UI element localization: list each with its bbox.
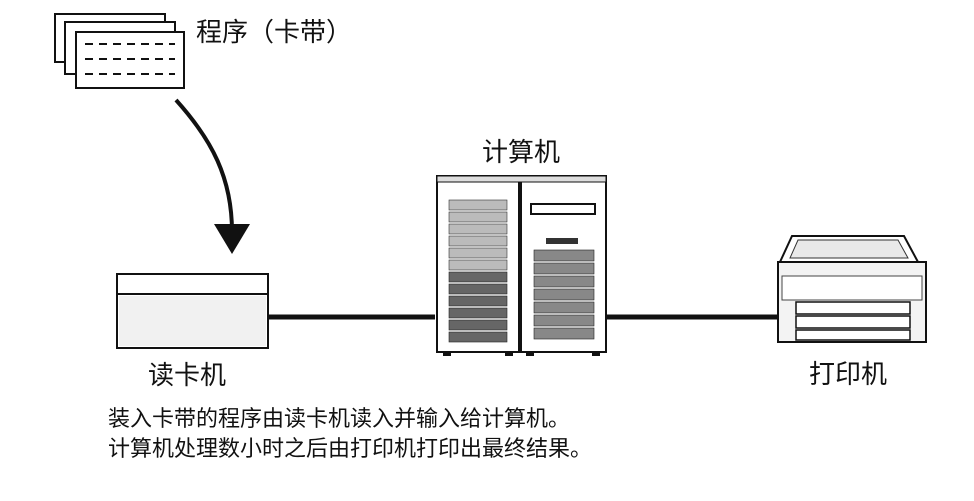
printer-label: 打印机 xyxy=(809,360,888,390)
card-reader-label: 读卡机 xyxy=(148,361,227,391)
computer-label: 计算机 xyxy=(482,138,561,168)
caption-line-1: 装入卡带的程序由读卡机读入并输入给计算机。 xyxy=(108,407,571,432)
computer-icon xyxy=(436,175,607,356)
printer-icon xyxy=(777,235,927,343)
card-reader-icon xyxy=(116,273,269,349)
feed-arrow xyxy=(174,98,250,254)
caption: 装入卡带的程序由读卡机读入并输入给计算机。 计算机处理数小时之后由打印机打印出最… xyxy=(108,405,592,465)
card-deck-icon xyxy=(54,13,185,89)
program-label: 程序（卡带） xyxy=(196,18,353,48)
caption-line-2: 计算机处理数小时之后由打印机打印出最终结果。 xyxy=(108,437,593,462)
